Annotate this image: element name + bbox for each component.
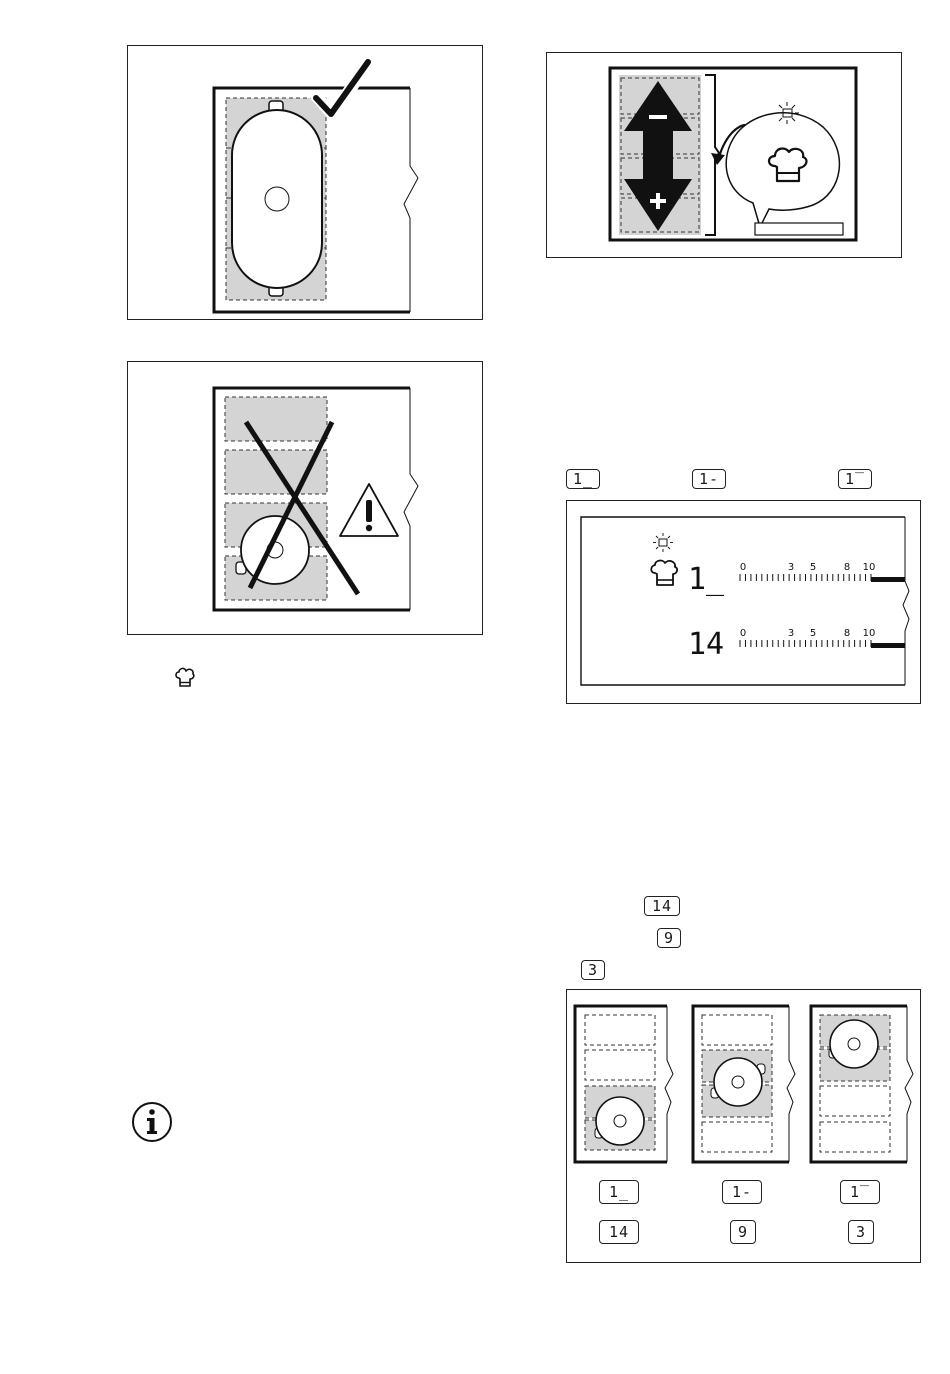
scale-label: 5 <box>810 628 816 639</box>
zone-position-middle: 1- <box>722 1180 762 1204</box>
zone-panel-upper <box>811 1006 913 1162</box>
info-icon <box>131 1101 173 1143</box>
scale-label: 10 <box>863 628 876 639</box>
figure-oval-pan-correct <box>127 45 483 320</box>
position-indicator-lower: 1_ <box>566 469 600 489</box>
display-zone-digits: 1_ <box>688 562 725 597</box>
zone-power-upper: 3 <box>848 1220 874 1244</box>
scale-label: 8 <box>844 562 850 573</box>
scale-label: 3 <box>788 562 794 573</box>
scale-bar <box>871 577 905 582</box>
chef-hat-icon <box>651 561 677 585</box>
scale-label: 10 <box>863 562 876 573</box>
scale-label: 8 <box>844 628 850 639</box>
power-indicator-icon <box>653 533 673 552</box>
bridge-icon <box>711 102 843 235</box>
zone-panel-lower <box>575 1006 673 1162</box>
power-level-3-indicator: 3 <box>581 960 605 980</box>
power-level-14-indicator: 14 <box>644 896 680 916</box>
scale-label: 0 <box>740 562 746 573</box>
figure-small-pot-incorrect <box>127 361 483 635</box>
position-indicator-middle: 1- <box>692 469 726 489</box>
chef-hat-icon <box>174 667 196 689</box>
zone-position-lower: 1_ <box>599 1180 639 1204</box>
zone-power-middle: 9 <box>730 1220 756 1244</box>
figure-control-display: 1_ 14 0 3 5 8 10 0 3 5 8 10 <box>566 500 921 704</box>
figure-pot-positions: 1_ 14 1- 9 1‾ 3 <box>566 989 921 1263</box>
display-power-digits: 14 <box>688 627 724 662</box>
scale-label: 0 <box>740 628 746 639</box>
scale-label: 3 <box>788 628 794 639</box>
power-scale-row1: 0 3 5 8 10 <box>740 562 905 582</box>
warning-icon <box>340 484 398 536</box>
figure-bridge-arrows <box>546 52 902 258</box>
position-indicator-upper: 1‾ <box>838 469 872 489</box>
power-level-9-indicator: 9 <box>657 928 681 948</box>
power-scale-row2: 0 3 5 8 10 <box>740 628 905 648</box>
scale-label: 5 <box>810 562 816 573</box>
scale-bar <box>871 643 905 648</box>
zone-power-lower: 14 <box>599 1220 639 1244</box>
zone-position-upper: 1‾ <box>840 1180 880 1204</box>
zone-panel-middle <box>693 1006 795 1162</box>
